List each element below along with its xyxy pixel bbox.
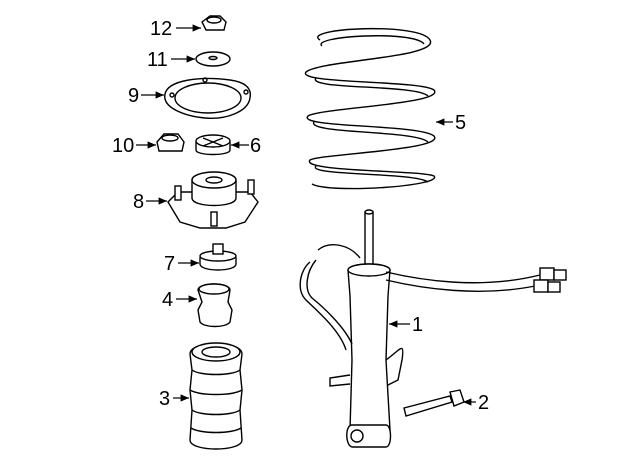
part-5-coil-spring — [305, 27, 436, 190]
part-9-gasket — [164, 77, 252, 119]
callout-label: 1 — [412, 314, 423, 336]
callout-label: 4 — [162, 289, 173, 311]
callout-label: 12 — [150, 18, 172, 40]
callout-label: 9 — [128, 85, 139, 107]
callout-4: 4 — [162, 289, 197, 311]
callout-3: 3 — [159, 388, 189, 410]
callout-label: 11 — [147, 49, 168, 71]
callout-label: 2 — [478, 392, 489, 414]
callout-7: 7 — [164, 253, 199, 275]
callout-label: 3 — [159, 388, 170, 410]
callout-label: 10 — [112, 135, 134, 157]
callout-1: 1 — [389, 314, 423, 336]
part-7-bearing — [199, 243, 237, 271]
part-3-dust-boot — [189, 342, 243, 450]
callout-label: 8 — [133, 191, 144, 213]
callout-11: 11 — [147, 49, 195, 71]
part-2-bolt — [403, 389, 465, 417]
callout-label: 6 — [250, 135, 261, 157]
callout-10: 10 — [112, 135, 156, 157]
callout-label: 7 — [164, 253, 175, 275]
part-6-bushing — [195, 134, 231, 156]
part-4-bump-stop — [197, 283, 233, 328]
callout-2: 2 — [463, 392, 489, 414]
callout-5: 5 — [436, 112, 466, 134]
part-12-nut — [201, 15, 227, 31]
callout-label: 5 — [455, 112, 466, 134]
callout-6: 6 — [231, 135, 261, 157]
part-10-nut — [156, 133, 185, 152]
callout-12: 12 — [150, 18, 201, 40]
callout-8: 8 — [133, 191, 167, 213]
part-1-strut — [299, 209, 567, 448]
part-8-strut-mount — [167, 171, 259, 229]
callout-9: 9 — [128, 85, 164, 107]
part-11-washer — [195, 51, 231, 67]
